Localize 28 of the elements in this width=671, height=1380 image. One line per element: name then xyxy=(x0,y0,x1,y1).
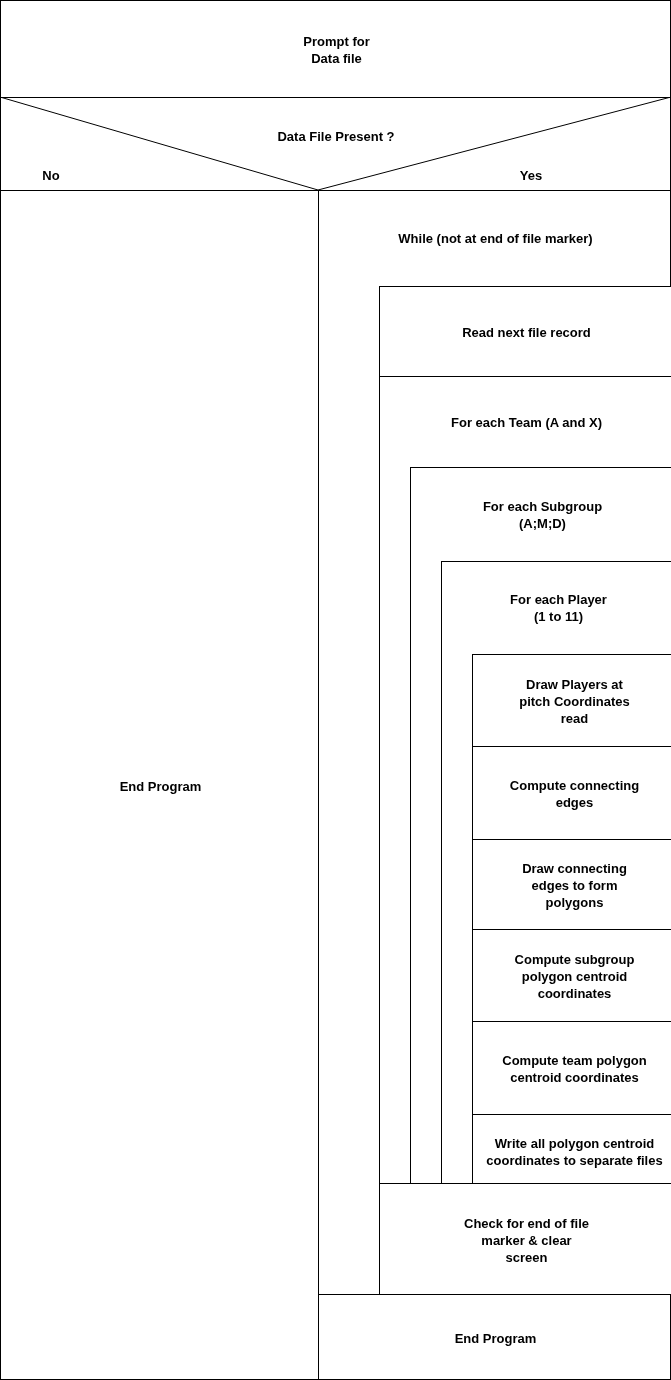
process-box xyxy=(379,286,671,377)
process-box xyxy=(472,654,671,747)
step-label: End Program xyxy=(453,1329,538,1347)
decision-band xyxy=(0,97,671,191)
step-label: End Program xyxy=(118,777,203,795)
process-box xyxy=(0,0,671,98)
branch-label: No xyxy=(41,166,61,184)
process-box xyxy=(318,1294,671,1380)
loop-label: For each Team (A and X) xyxy=(450,413,603,431)
step-label: Prompt for Data file xyxy=(302,33,371,67)
step-label: Read next file record xyxy=(461,324,592,341)
step-label: Write all polygon centroid coordinates to separate files xyxy=(485,1134,664,1169)
process-box xyxy=(0,190,319,1380)
loop-block xyxy=(379,376,671,1184)
step-label: Check for end of file marker & clear screen xyxy=(463,1215,590,1266)
loop-block xyxy=(410,467,671,1185)
step-label: Draw Players at pitch Coordinates read xyxy=(518,676,631,727)
process-box xyxy=(379,1183,671,1296)
branch-label: Yes xyxy=(518,166,544,184)
step-label: Compute team polygon centroid coordinates xyxy=(501,1052,648,1086)
loop-block xyxy=(441,561,671,1186)
loop-label: For each Player (1 to 11) xyxy=(509,591,608,625)
loop-label: For each Subgroup (A;M;D) xyxy=(481,497,604,532)
condition-label: Data File Present ? xyxy=(276,127,396,145)
step-label: Compute connecting edges xyxy=(508,777,641,811)
step-label: Compute subgroup polygon centroid coordinates xyxy=(513,951,636,1002)
step-label: Draw connecting edges to form polygons xyxy=(521,860,628,911)
loop-label: While (not at end of file marker) xyxy=(397,230,594,247)
